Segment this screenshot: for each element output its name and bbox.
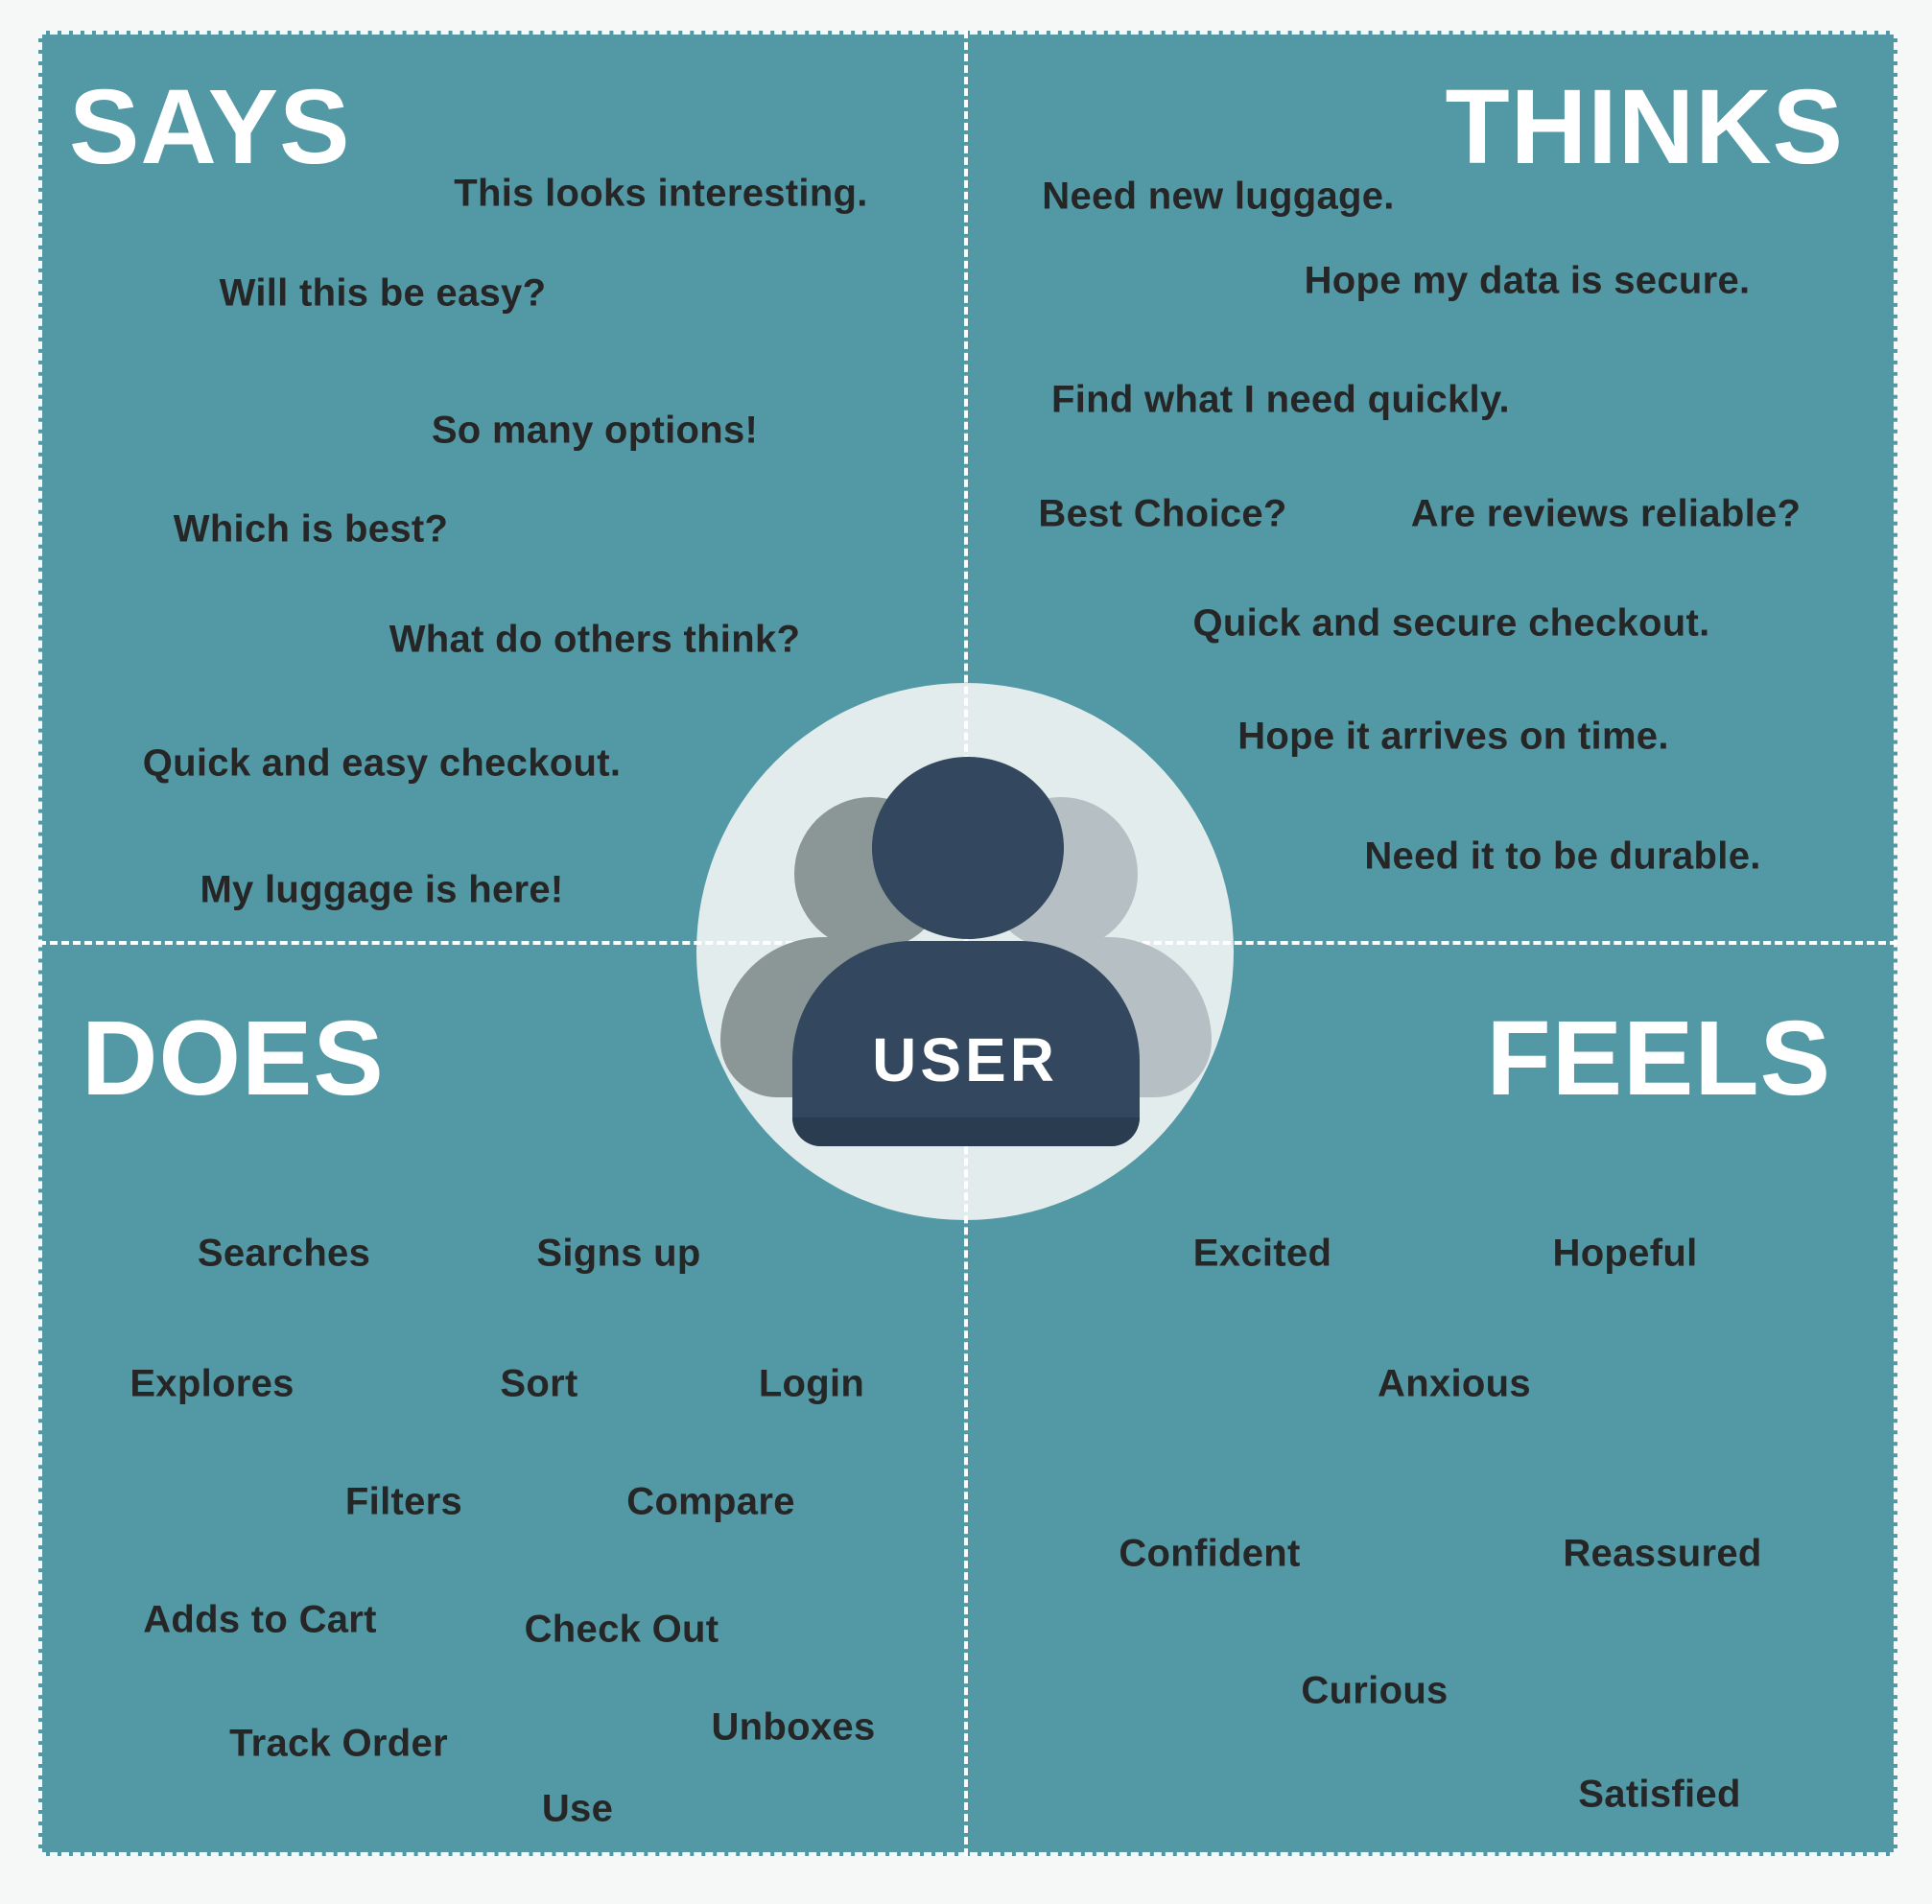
person-center-head-icon (872, 757, 1064, 939)
user-group-icon: USER (696, 683, 1234, 1220)
user-label: USER (872, 1025, 1058, 1094)
person-center-base-icon (792, 1117, 1140, 1146)
person-center-body-icon (792, 941, 1140, 1146)
